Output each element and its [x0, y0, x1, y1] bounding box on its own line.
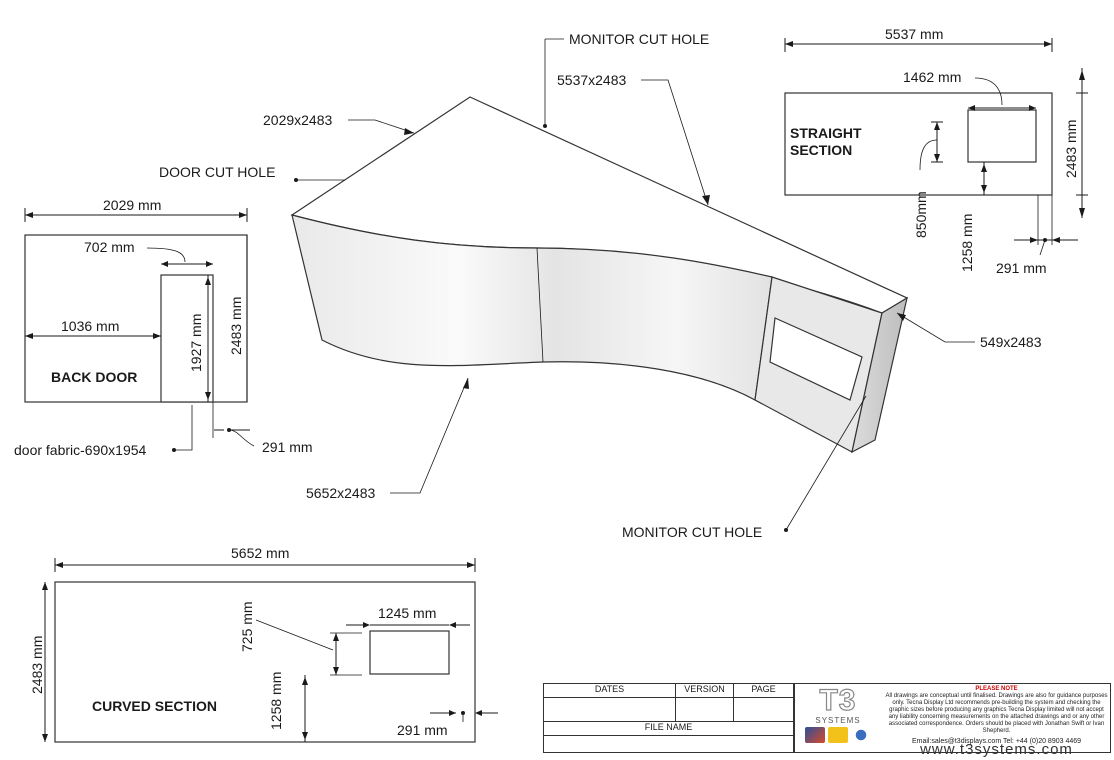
- monitor-cut-hole: [769, 317, 863, 401]
- curved-section-drawing: [42, 558, 498, 743]
- curved-title: CURVED SECTION: [92, 698, 217, 714]
- title-block: DATES VERSION PAGE FILE NAME T3 SYSTEMS …: [543, 683, 1111, 758]
- tb-file-name-value: [544, 736, 794, 752]
- badge-icon: [851, 727, 871, 743]
- tb-dates: DATES: [544, 684, 676, 698]
- tb-divider: [794, 684, 795, 752]
- label-panel-549: 549x2483: [980, 334, 1042, 350]
- tb-notice: PLEASE NOTE All drawings are conceptual …: [884, 686, 1109, 758]
- tb-dates-value: [544, 698, 676, 722]
- label-panel-5537: 5537x2483: [557, 72, 627, 88]
- badge-icon: [828, 727, 848, 743]
- straight-title-line1: STRAIGHT: [790, 125, 862, 141]
- contact-line: Email:sales@t3displays.com Tel: +44 (0)2…: [911, 738, 1082, 745]
- t3-logo: T3 SYSTEMS: [798, 684, 878, 750]
- straight-width: 5537 mm: [885, 26, 943, 42]
- curved-edge-offset: 291 mm: [397, 722, 448, 738]
- end-side-face: [851, 296, 908, 454]
- tb-version: VERSION: [676, 684, 734, 698]
- iso-leaders: [294, 38, 975, 532]
- back-door-width: 2029 mm: [103, 197, 161, 213]
- tb-page: PAGE: [734, 684, 794, 698]
- isometric-view: [290, 96, 909, 454]
- website: www.t3systems.com: [920, 741, 1073, 758]
- badge-icon: [805, 727, 825, 743]
- straight-hole-from-top: 850mm: [913, 191, 929, 238]
- straight-hole-width: 1462 mm: [903, 69, 961, 85]
- logo-subtitle: SYSTEMS: [815, 716, 861, 725]
- back-door-fabric: door fabric-690x1954: [14, 442, 147, 458]
- accreditation-badges: [798, 727, 878, 743]
- straight-title-line2: SECTION: [790, 142, 852, 158]
- label-monitor-cut-hole-top: MONITOR CUT HOLE: [569, 31, 709, 47]
- back-door-drawing: [24, 208, 255, 452]
- curved-width: 5652 mm: [231, 545, 289, 561]
- label-panel-2029: 2029x2483: [263, 112, 333, 128]
- curved-hole-width: 1245 mm: [378, 605, 436, 621]
- back-door-title: BACK DOOR: [51, 369, 137, 385]
- label-monitor-cut-hole-bottom: MONITOR CUT HOLE: [622, 524, 762, 540]
- back-door-edge-offset: 291 mm: [262, 439, 313, 455]
- straight-edge-offset: 291 mm: [996, 260, 1047, 276]
- straight-section-drawing: [784, 38, 1088, 256]
- back-door-door-height: 1927 mm: [188, 314, 204, 372]
- back-door-height: 2483 mm: [228, 297, 244, 355]
- straight-hole-from-bottom: 1258 mm: [959, 214, 975, 272]
- back-door-top-offset: 702 mm: [84, 239, 135, 255]
- notice-title: PLEASE NOTE: [975, 686, 1018, 692]
- label-panel-5652: 5652x2483: [306, 485, 376, 501]
- straight-monitor-hole: [967, 109, 1037, 163]
- logo-mark: T3: [819, 684, 857, 717]
- door-cut-hole: [160, 274, 214, 403]
- notice-body: All drawings are conceptual until finali…: [885, 693, 1108, 734]
- curved-height: 2483 mm: [29, 636, 45, 694]
- label-door-cut-hole: DOOR CUT HOLE: [159, 164, 275, 180]
- curved-monitor-hole: [369, 630, 450, 675]
- tb-version-value: [676, 698, 734, 722]
- curved-hole-from-bottom: 1258 mm: [268, 672, 284, 730]
- tb-file-name: FILE NAME: [544, 722, 794, 736]
- straight-height: 2483 mm: [1063, 120, 1079, 178]
- tb-page-value: [734, 698, 794, 722]
- back-door-left-offset: 1036 mm: [61, 318, 119, 334]
- curved-hole-from-top: 725 mm: [239, 601, 255, 652]
